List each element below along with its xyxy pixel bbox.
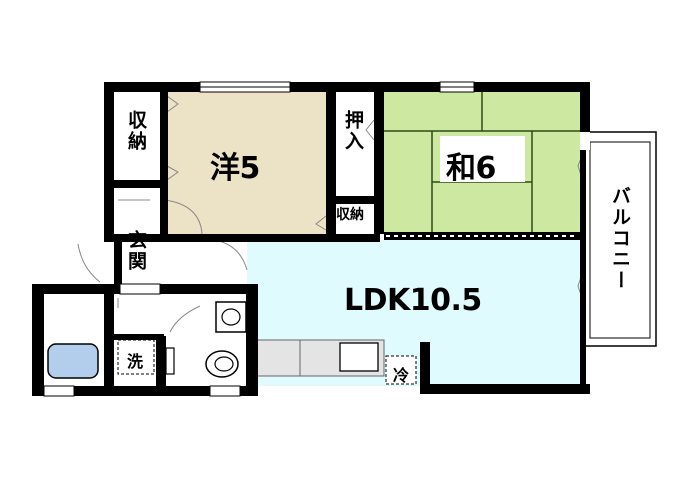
small-closet-label: 収納 xyxy=(336,207,364,223)
fridge-space xyxy=(385,355,417,385)
oshiire-label: 押入 xyxy=(342,110,364,152)
washbasin xyxy=(215,301,247,333)
western-room-floor xyxy=(165,90,327,234)
toilet-bowl xyxy=(205,350,239,378)
fridge-label: 冷 xyxy=(393,366,410,385)
ldk-label: LDK10.5 xyxy=(344,283,482,318)
washbasin-bowl xyxy=(221,308,241,326)
left-closet-label: 収納 xyxy=(125,110,147,152)
western-room-label: 洋5 xyxy=(210,151,260,186)
toilet-seat xyxy=(214,356,234,372)
washer-label: 洗 xyxy=(127,352,144,371)
walls xyxy=(32,82,590,396)
kitchen-sink xyxy=(339,342,379,372)
japanese-label-box xyxy=(440,136,525,182)
balcony-label: バルコニー xyxy=(609,186,631,291)
japanese-room-label: 和6 xyxy=(446,151,496,186)
bathtub xyxy=(47,343,99,379)
entrance-label: 玄関 xyxy=(125,230,147,272)
balcony-inner xyxy=(589,141,651,339)
washer-space xyxy=(117,339,155,375)
toilet-tank xyxy=(165,347,175,375)
